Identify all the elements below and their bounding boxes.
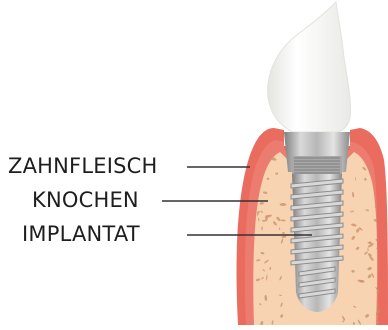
label-implant: IMPLANTAT	[22, 224, 140, 245]
label-gum: ZAHNFLEISCH	[8, 156, 157, 177]
label-bone: KNOCHEN	[32, 190, 139, 211]
crown	[268, 2, 351, 132]
abutment-collar	[292, 156, 342, 174]
